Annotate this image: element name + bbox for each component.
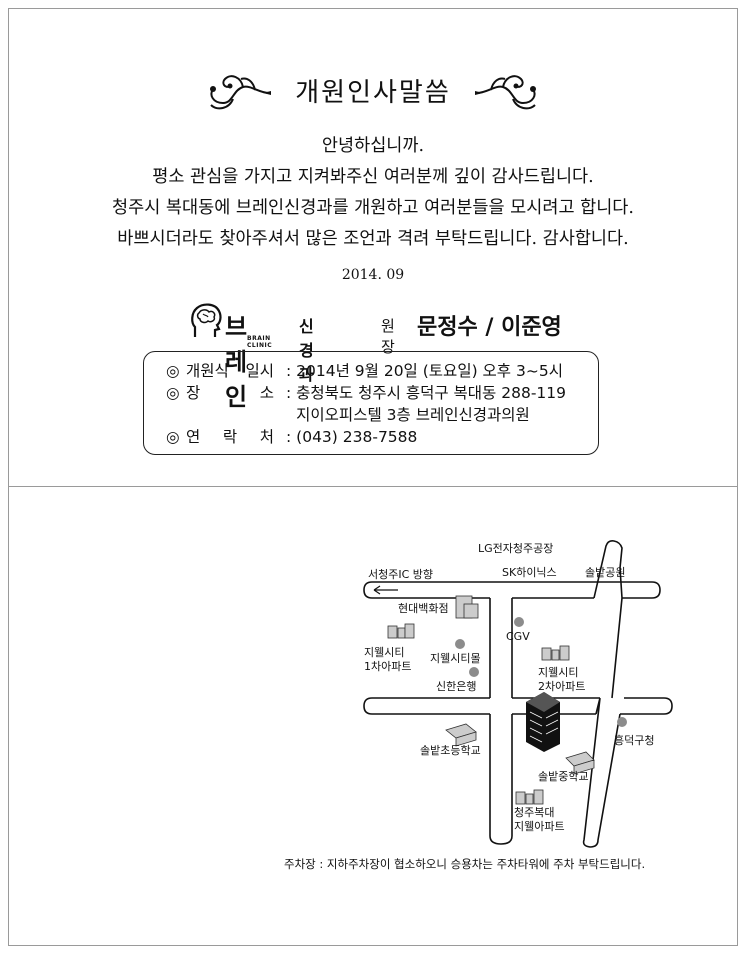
invitation-card: 개원인사말씀 안녕하십니까. 평소 관심을 가지고 지켜봐주신 여러분께 깊이 … — [8, 8, 738, 487]
event-info-box: ◎ 개원식 일시 : 2014년 9월 20일 (토요일) 오후 3~5시 ◎ 장… — [143, 351, 599, 455]
info-value: 2014년 9월 20일 (토요일) 오후 3~5시 — [296, 362, 563, 380]
jiwell1-apartment-icon — [387, 623, 415, 639]
clinic-building-icon — [526, 692, 560, 752]
map-label-shinhan: 신한은행 — [436, 680, 476, 693]
map-label-hyundai: 현대백화점 — [398, 602, 449, 615]
info-label-word: 소 — [259, 384, 274, 402]
road-top — [363, 581, 661, 599]
map-label-jiwell2: 2차아파트 — [538, 680, 585, 693]
arrow-left-icon — [373, 585, 398, 595]
logo-text: 브레인 — [225, 313, 247, 411]
map-label-solbat-mid: 솔밭중학교 — [538, 770, 589, 783]
map-label-cheongju-apt: 청주복대 — [514, 806, 554, 819]
bullet-icon: ◎ — [166, 428, 180, 446]
road-middle — [363, 697, 673, 715]
map-label-heungdeok: 흥덕구청 — [614, 733, 654, 747]
map-label-solbat-elem: 솔밭초등학교 — [420, 744, 481, 757]
info-row-contact: ◎ 연 락 처 : (043) 238-7588 — [166, 426, 598, 448]
director-names: 문정수 / 이준영 — [417, 314, 562, 340]
ornament-left-icon — [210, 75, 272, 110]
title-row: 개원인사말씀 — [9, 65, 737, 115]
school-elem-icon — [445, 723, 477, 747]
map-label-solbat-park: 솔밭공원 — [585, 566, 625, 579]
jiwell-mall-marker-icon — [455, 639, 465, 649]
greeting-line: 평소 관심을 가지고 지켜봐주신 여러분께 깊이 감사드립니다. — [152, 167, 594, 187]
info-label-word: 연 — [186, 428, 201, 446]
map-label-jiwell2: 지웰시티 — [538, 666, 578, 679]
bullet-icon: ◎ — [166, 384, 180, 402]
map-markers — [455, 617, 627, 727]
issue-date: 2014. 09 — [341, 267, 405, 283]
cgv-marker-icon — [514, 617, 524, 627]
ornament-right-icon — [474, 75, 536, 110]
road-diagonal-right — [582, 540, 623, 848]
info-row-place-detail: : 지이오피스텔 3층 브레인신경과의원 — [166, 404, 598, 426]
map-label-jiwell-mall: 지웰시티몰 — [430, 652, 481, 665]
brain-head-logo-icon — [191, 303, 222, 337]
map-label-lg: LG전자청주공장 — [478, 542, 553, 555]
info-label-word: 개원식 — [186, 362, 229, 380]
hyundai-building-icon — [455, 595, 479, 619]
info-label-word: 장 — [186, 384, 201, 402]
info-colon: : — [286, 384, 297, 402]
info-label-word: 처 — [259, 428, 274, 446]
cheongju-apartment-icon — [515, 789, 544, 805]
greeting-line: 청주시 복대동에 브레인신경과를 개원하고 여러분들을 모시려고 합니다. — [112, 198, 634, 218]
map-label-jiwell1: 지웰시티 — [364, 646, 404, 659]
school-mid-icon — [565, 751, 595, 775]
greeting-line: 안녕하십니까. — [321, 136, 425, 156]
heungdeok-marker-icon — [617, 717, 627, 727]
bullet-icon: ◎ — [166, 362, 180, 380]
greeting-message: 안녕하십니까. 평소 관심을 가지고 지켜봐주신 여러분께 깊이 감사드립니다.… — [9, 131, 737, 255]
parking-note: 주차장 : 지하주차장이 협소하오니 승용차는 주차타워에 주차 부탁드립니다. — [284, 857, 646, 871]
road-vertical-left — [489, 598, 513, 845]
page-title: 개원인사말씀 — [295, 77, 451, 108]
info-row-place: ◎ 장 소 : 충청북도 청주시 흥덕구 복대동 288-119 — [166, 382, 598, 404]
apartment-icons — [387, 595, 595, 805]
logo-english: BRAIN CLINIC — [247, 335, 273, 349]
logo-subtext: 신경과 — [299, 317, 314, 384]
map-label-sk: SK하이닉스 — [502, 565, 557, 579]
info-colon: : — [286, 362, 297, 380]
info-value: 지이오피스텔 3층 브레인신경과의원 — [296, 406, 530, 424]
info-label-word: 일시 — [245, 362, 274, 380]
greeting-line: 바쁘시더라도 찾아주셔서 많은 조언과 격려 부탁드립니다. 감사합니다. — [117, 229, 629, 249]
map-label-seocheongju: 서청주IC 방향 — [368, 568, 433, 581]
map-label-cgv: CGV — [506, 630, 530, 643]
info-value: (043) 238-7588 — [296, 428, 418, 446]
jiwell2-apartment-icon — [541, 645, 570, 661]
shinhan-marker-icon — [469, 667, 479, 677]
map-label-jiwell1: 1차아파트 — [364, 660, 411, 673]
info-value: 충청북도 청주시 흥덕구 복대동 288-119 — [296, 384, 567, 402]
info-row-datetime: ◎ 개원식 일시 : 2014년 9월 20일 (토요일) 오후 3~5시 — [166, 360, 598, 382]
map-label-cheongju-apt: 지웰아파트 — [514, 820, 565, 833]
info-colon: : — [286, 428, 297, 446]
info-label-word: 락 — [222, 428, 238, 446]
map-card — [8, 486, 738, 946]
